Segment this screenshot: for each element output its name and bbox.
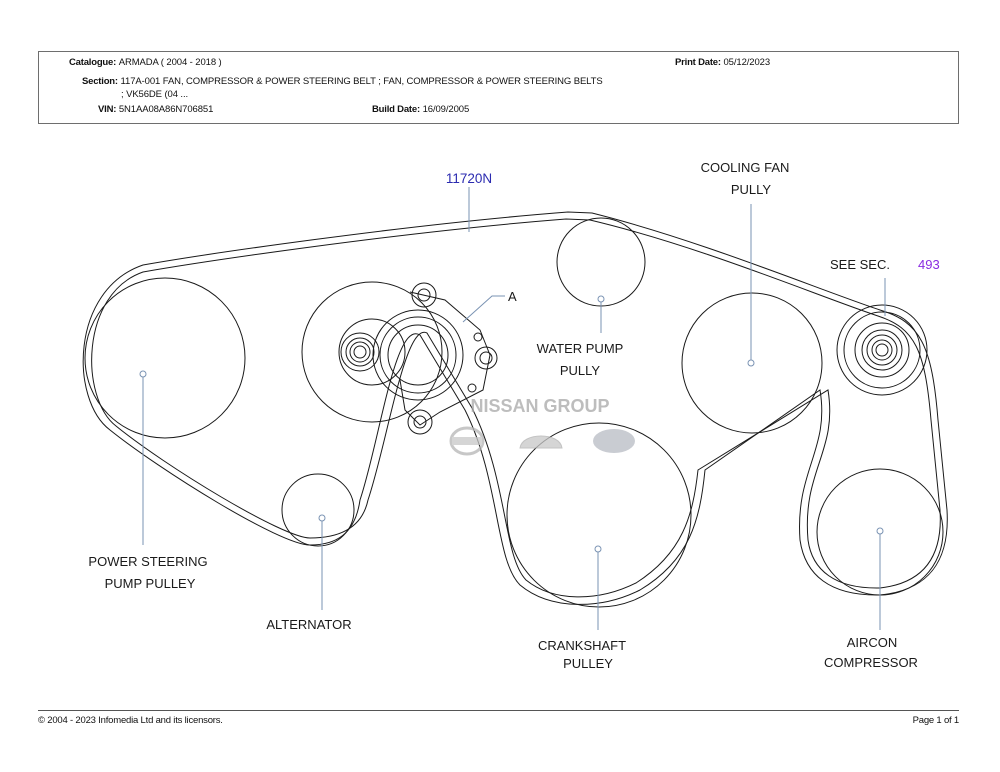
- section-value-line2: ; VK56DE (04 ...: [121, 89, 189, 100]
- section-label: Section:: [82, 76, 118, 87]
- label-power-steering-line2: PUMP PULLEY: [105, 576, 196, 591]
- cooling-fan-pulley: [681, 292, 823, 434]
- idler-pulley: [301, 281, 443, 423]
- drive-belt-inner: [91, 218, 941, 598]
- center-marker: [876, 527, 884, 535]
- belt-routing-diagram: NISSAN GROUP 11720N A COOLING FAN PULLY …: [82, 160, 948, 671]
- see-sec-label: SEE SEC.: [830, 257, 890, 272]
- leader-a: [462, 295, 505, 323]
- footer-divider: [38, 710, 959, 711]
- callout-a: A: [508, 289, 517, 304]
- infiniti-logo-icon: [519, 435, 563, 449]
- section-value-line1: 117A-001 FAN, COMPRESSOR & POWER STEERIN…: [120, 76, 603, 87]
- document-header: Catalogue: ARMADA ( 2004 - 2018 ) Print …: [38, 51, 959, 124]
- print-date-row: Print Date: 05/12/2023: [675, 57, 770, 69]
- nissan-logo-icon: [449, 426, 485, 456]
- center-marker: [597, 295, 605, 303]
- center-marker: [747, 359, 755, 367]
- build-date-row: Build Date: 16/09/2005: [372, 104, 469, 116]
- center-marker: [139, 370, 147, 378]
- catalogue-label: Catalogue:: [69, 57, 117, 68]
- catalogue-value: ARMADA ( 2004 - 2018 ): [118, 57, 222, 68]
- catalogue-row: Catalogue: ARMADA ( 2004 - 2018 ): [69, 57, 222, 69]
- page-number: Page 1 of 1: [912, 715, 960, 726]
- label-cooling-fan-line1: COOLING FAN: [701, 160, 790, 175]
- part-number-link[interactable]: 11720N: [446, 171, 492, 186]
- section-row-continued: ; VK56DE (04 ...: [121, 89, 188, 101]
- alternator-pulley: [281, 473, 355, 547]
- crankshaft-pulley: [506, 422, 692, 608]
- label-aircon-line1: AIRCON: [847, 635, 898, 650]
- nissan-group-watermark: NISSAN GROUP: [449, 396, 635, 456]
- vin-row: VIN: 5N1AA08A86N706851: [98, 104, 213, 116]
- print-date-label: Print Date:: [675, 57, 721, 68]
- section-ref-link[interactable]: 493: [918, 257, 940, 272]
- label-power-steering-line1: POWER STEERING: [88, 554, 207, 569]
- label-crankshaft-line2: PULLEY: [563, 656, 613, 671]
- nissan-logo-bar: [452, 437, 482, 445]
- watermark-text: NISSAN GROUP: [470, 396, 609, 416]
- print-date-value: 05/12/2023: [723, 57, 771, 68]
- power-steering-pump-pulley: [84, 277, 246, 439]
- idler-pulley-sec-493: [836, 304, 928, 396]
- center-marker: [594, 545, 602, 553]
- label-water-pump-line1: WATER PUMP: [537, 341, 624, 356]
- vin-value: 5N1AA08A86N706851: [118, 104, 214, 115]
- label-water-pump-line2: PULLY: [560, 363, 601, 378]
- label-alternator: ALTERNATOR: [266, 617, 351, 632]
- label-crankshaft-line1: CRANKSHAFT: [538, 638, 626, 653]
- build-date-value: 16/09/2005: [422, 104, 470, 115]
- section-row: Section: 117A-001 FAN, COMPRESSOR & POWE…: [82, 76, 603, 88]
- label-cooling-fan-line2: PULLY: [731, 182, 772, 197]
- center-marker: [318, 514, 326, 522]
- datsun-logo-icon: [593, 429, 635, 453]
- water-pump-pulley: [556, 217, 646, 307]
- copyright-text: © 2004 - 2023 Infomedia Ltd and its lice…: [38, 715, 223, 726]
- build-date-label: Build Date:: [372, 104, 420, 115]
- vin-label: VIN:: [98, 104, 117, 115]
- belt-tensioner: [301, 281, 498, 435]
- label-aircon-line2: COMPRESSOR: [824, 655, 918, 670]
